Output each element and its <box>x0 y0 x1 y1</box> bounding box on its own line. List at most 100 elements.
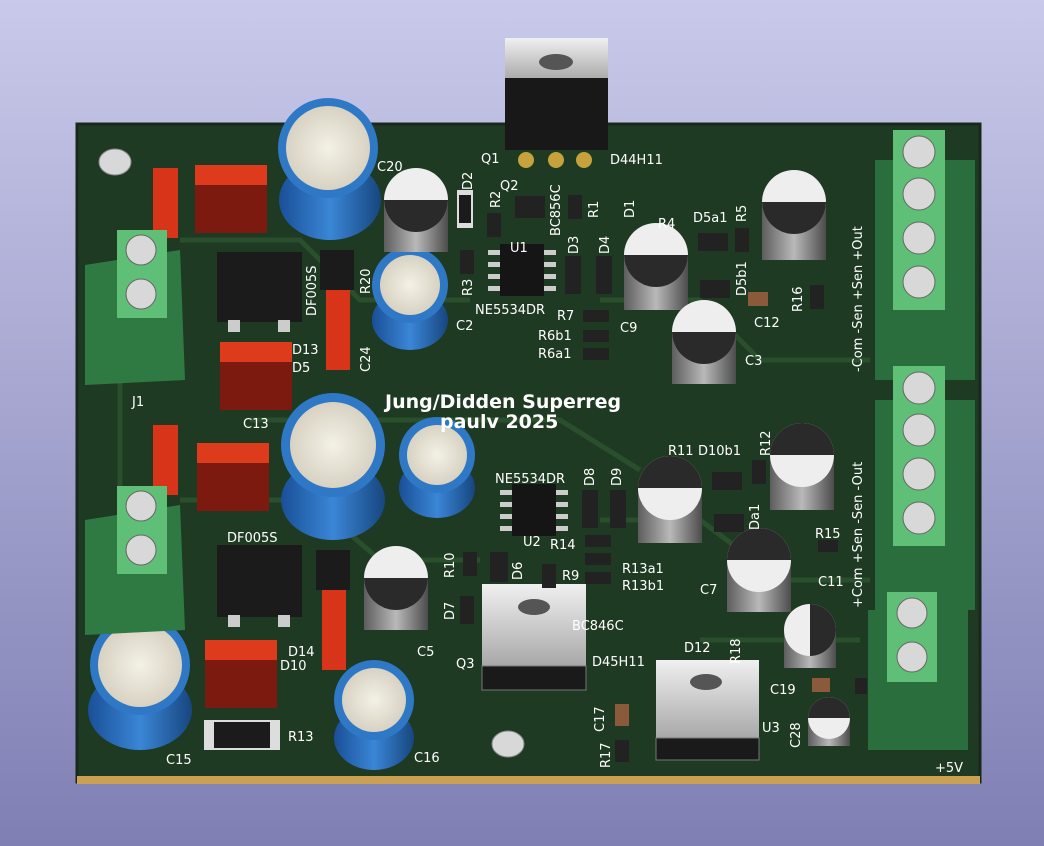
smd-parts <box>204 190 867 762</box>
label-c13: C13 <box>243 417 269 432</box>
capacitor-c6 <box>399 417 475 518</box>
label-c5: C5 <box>417 645 434 660</box>
label-r13a1: R13a1 <box>622 562 664 577</box>
label-d5: D5 <box>292 361 310 376</box>
label-r15: R15 <box>815 527 841 542</box>
label-d7: D7 <box>443 602 458 620</box>
label-c24: C24 <box>359 346 374 372</box>
label-bc846c: BC846C <box>572 619 624 634</box>
bridge-rectifier-bottom <box>217 545 302 627</box>
pcb-board-edge <box>77 776 980 784</box>
terminal-out-mid <box>875 366 975 610</box>
label-d4: D4 <box>598 236 613 254</box>
capacitor-c15 <box>88 615 192 750</box>
label-c7: C7 <box>700 583 717 598</box>
label-ne5534dr-top: NE5534DR <box>475 303 545 318</box>
label-c12: C12 <box>754 316 780 331</box>
label-d44h11: D44H11 <box>610 153 663 168</box>
terminal-5v <box>868 592 968 750</box>
label-d13: D13 <box>292 343 319 358</box>
label-c2: C2 <box>456 319 473 334</box>
capacitor-c1 <box>281 393 385 540</box>
label-c16: C16 <box>414 751 440 766</box>
label-r20: R20 <box>359 268 374 294</box>
label-u3: U3 <box>762 721 780 736</box>
label-r9: R9 <box>562 569 579 584</box>
label-bc856c: BC856C <box>549 184 564 236</box>
label-d3: D3 <box>567 236 582 254</box>
label-r6b1: R6b1 <box>538 329 572 344</box>
label-d6: D6 <box>511 562 526 580</box>
label-r7: R7 <box>557 309 574 324</box>
label-j1: J1 <box>131 395 144 410</box>
label-d10a1: Da1 <box>748 504 763 530</box>
bridge-rectifier-top <box>217 252 302 332</box>
label-r16: R16 <box>791 286 806 312</box>
label-q2: Q2 <box>500 179 519 194</box>
label-c20: C20 <box>377 160 403 175</box>
mounting-hole-bottom <box>491 730 525 758</box>
label-c28: C28 <box>789 722 804 748</box>
label-d1: D1 <box>623 200 638 218</box>
label-d12: D12 <box>684 641 711 656</box>
label-r4: R4 <box>658 217 675 232</box>
silkscreen: Jung/Didden Superreg paulv 2025 Q1 D44H1… <box>131 152 963 776</box>
label-r2: R2 <box>489 191 504 208</box>
label-r6a1: R6a1 <box>538 347 572 362</box>
label-d10b1: D10b1 <box>698 444 741 459</box>
opamp-u1 <box>488 244 556 296</box>
label-r12: R12 <box>759 430 774 456</box>
label-c9: C9 <box>620 321 637 336</box>
label-c3: C3 <box>745 354 762 369</box>
terminal-out-top <box>875 130 975 380</box>
label-r3: R3 <box>461 279 476 296</box>
label-df005s-bot: DF005S <box>227 531 278 546</box>
label-r1: R1 <box>587 201 602 218</box>
label-r10: R10 <box>443 552 458 578</box>
label-conn-top: -Com -Sen +Sen +Out <box>851 226 866 372</box>
terminal-j1 <box>85 230 185 385</box>
transistor-q1 <box>505 38 608 168</box>
label-ne5534dr-bot: NE5534DR <box>495 472 565 487</box>
capacitor-c16 <box>334 660 414 770</box>
label-c15: C15 <box>166 753 192 768</box>
label-d5a1: D5a1 <box>693 211 728 226</box>
capacitor-c20 <box>278 98 381 240</box>
opamp-u2 <box>500 484 568 536</box>
label-r13: R13 <box>288 730 314 745</box>
label-d2: D2 <box>461 172 476 190</box>
label-u1: U1 <box>510 241 528 256</box>
label-q3: Q3 <box>456 657 475 672</box>
transistor-q3 <box>481 584 587 691</box>
label-u2: U2 <box>523 535 541 550</box>
label-d9: D9 <box>610 468 625 486</box>
label-d10: D10 <box>280 659 307 674</box>
label-d8: D8 <box>583 468 598 486</box>
red-components <box>153 165 350 708</box>
label-c19: C19 <box>770 683 796 698</box>
label-r13b1: R13b1 <box>622 579 664 594</box>
capacitor-grey-group <box>364 168 850 746</box>
label-r18: R18 <box>729 638 744 664</box>
board-title-line1: Jung/Didden Superreg <box>383 391 621 413</box>
terminal-j2 <box>85 486 185 635</box>
label-q1: Q1 <box>481 152 500 167</box>
label-r11: R11 <box>668 444 694 459</box>
label-r5: R5 <box>735 205 750 222</box>
mounting-hole-top-left <box>98 148 132 176</box>
label-c11: C11 <box>818 575 844 590</box>
label-d45h11: D45H11 <box>592 655 645 670</box>
capacitor-c2 <box>372 247 448 350</box>
label-conn-mid: +Com +Sen -Sen -Out <box>851 462 866 608</box>
board-title-line2: paulv 2025 <box>440 411 558 433</box>
label-d5b1: D5b1 <box>735 261 750 296</box>
label-r14: R14 <box>550 538 576 553</box>
label-5v: +5V <box>935 761 963 776</box>
regulator-u3 <box>655 660 760 761</box>
label-c17: C17 <box>593 706 608 732</box>
label-df005s-top: DF005S <box>305 265 320 316</box>
label-d14: D14 <box>288 645 315 660</box>
label-r17: R17 <box>599 742 614 768</box>
